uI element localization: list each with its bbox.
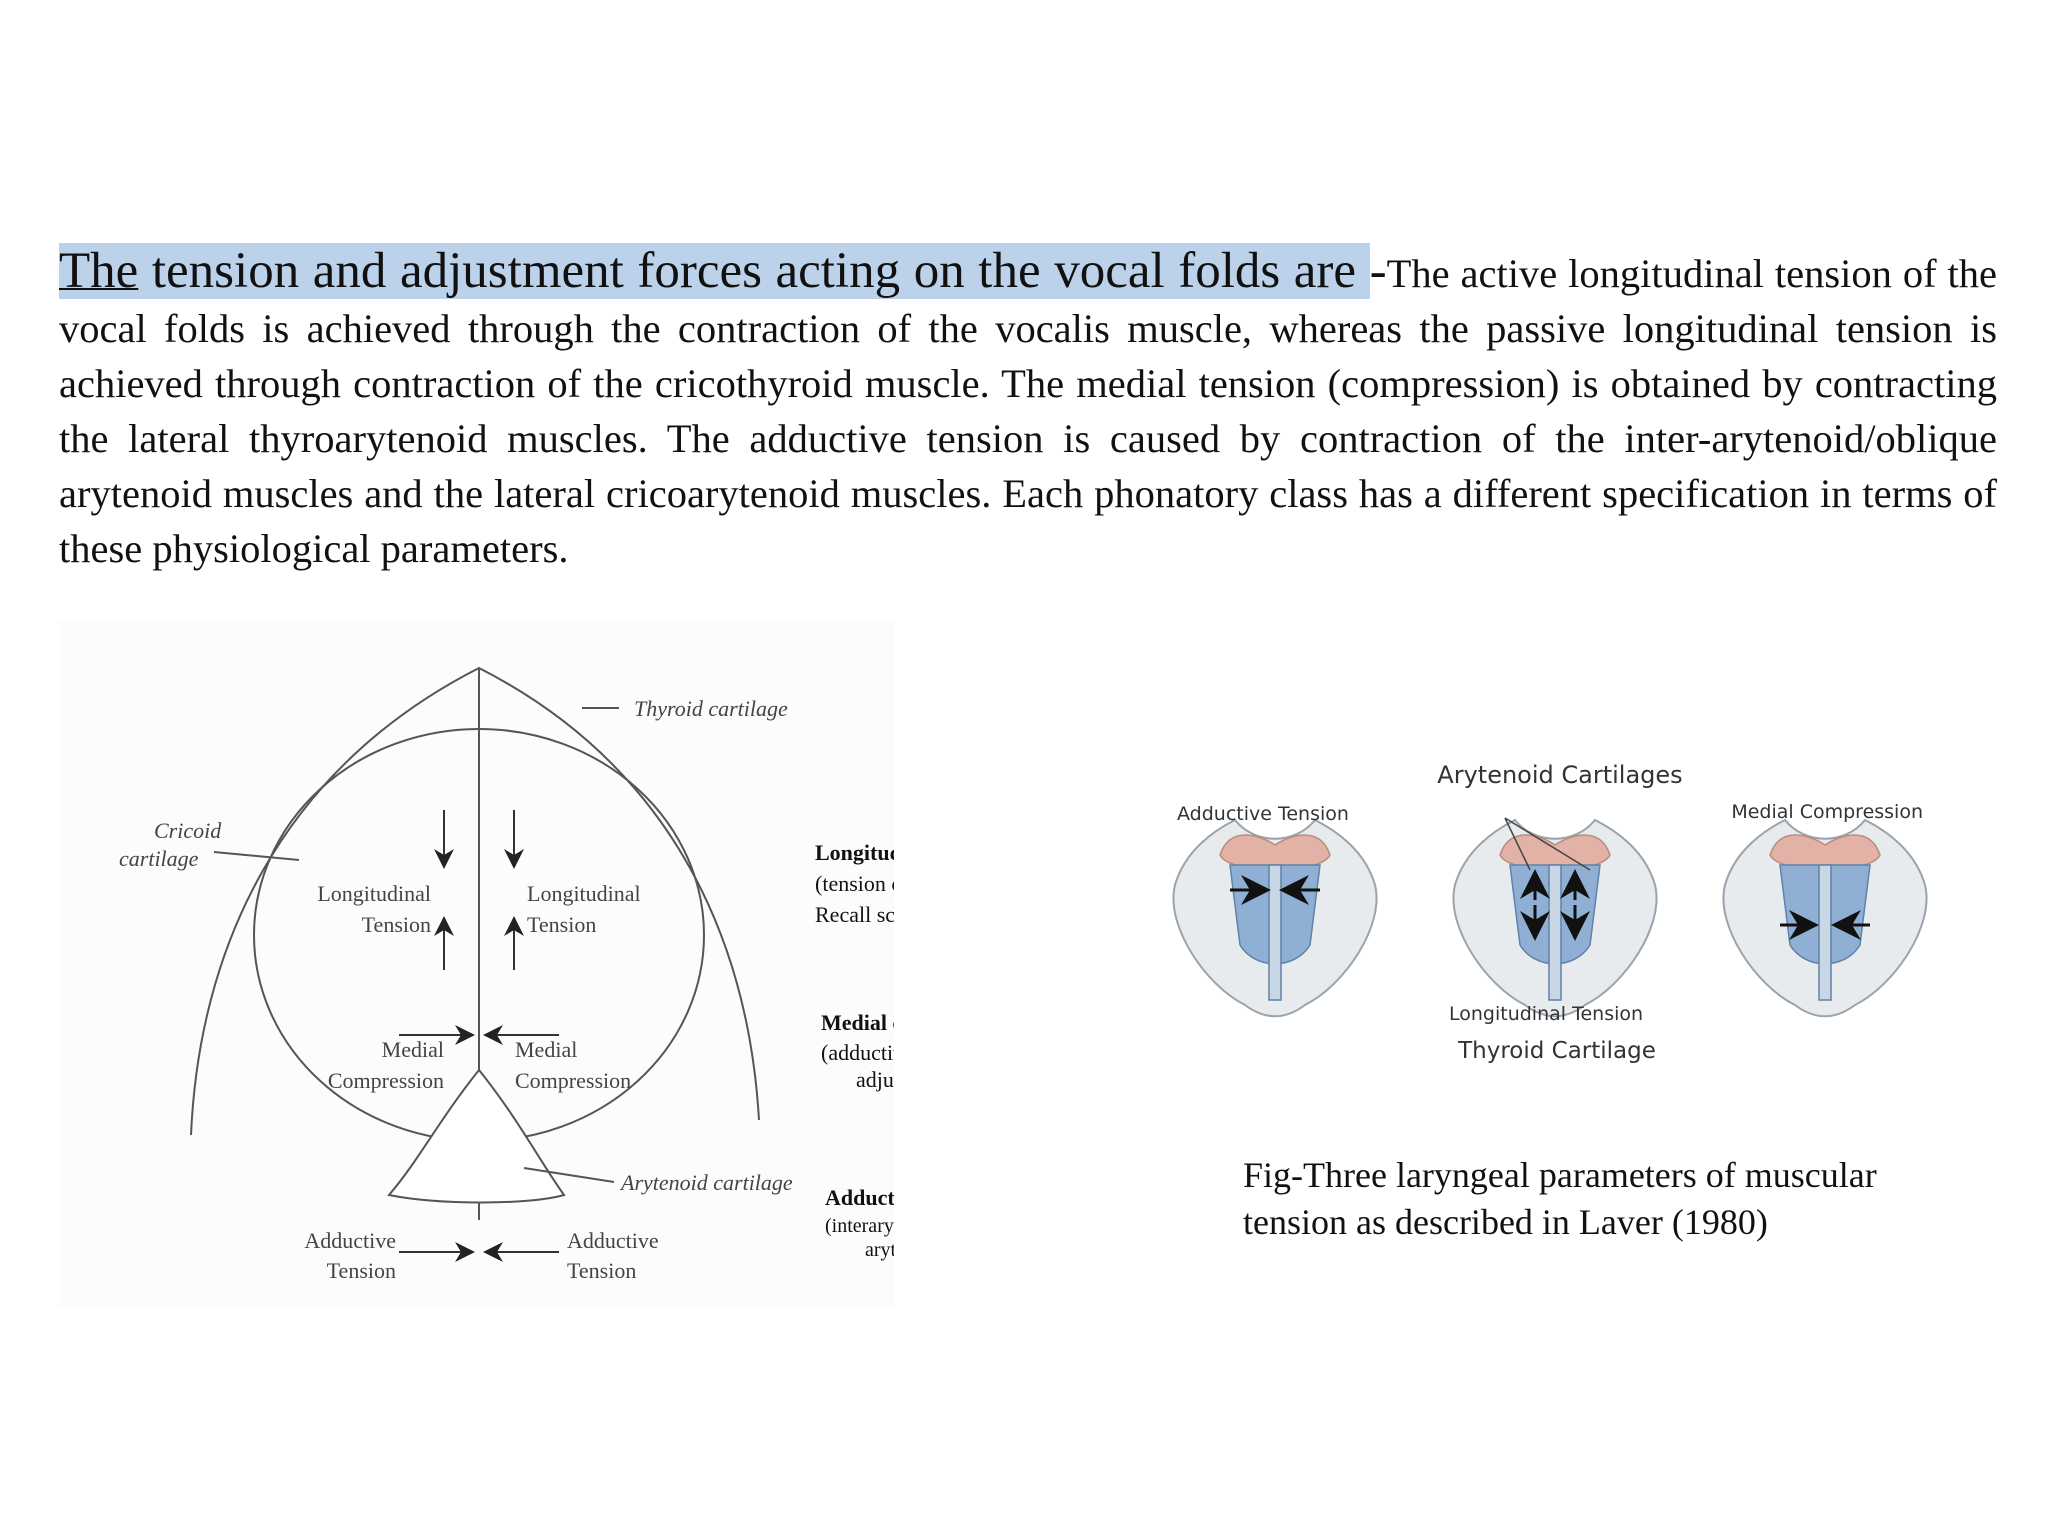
thyroid-cartilage-label: Thyroid cartilage — [634, 696, 788, 721]
laryngeal-parameters-figure: Arytenoid Cartilages Adductive Tension M… — [1165, 740, 1955, 1100]
caption-line-2: tension as described in Laver (1980) — [1243, 1202, 1768, 1242]
legend-longitudinal-sub1: (tension of vocal folds) — [815, 871, 894, 896]
heading-first-word: The — [59, 243, 139, 299]
larynx-adductive — [1172, 818, 1378, 1018]
adductive-tension-label: Adductive Tension — [1177, 803, 1349, 825]
body-paragraph: The tension and adjustment forces acting… — [59, 243, 1997, 576]
legend-medial-sub2: adjustment of ligamental glottis) — [856, 1067, 894, 1092]
cricoid-label-2: cartilage — [119, 846, 199, 871]
medial-compression-label: Medial Compression — [1731, 801, 1923, 823]
caption-line-1: Fig-Three laryngeal parameters of muscul… — [1243, 1155, 1877, 1195]
legend-adductive-sub1: (interarytenoid muscles adduct the — [825, 1215, 894, 1237]
legend-adductive-sub2: arytenoid muscles) — [865, 1239, 894, 1261]
medial-right-label-2: Compression — [515, 1068, 631, 1093]
longitudinal-tension-label: Longitudinal Tension — [1449, 1003, 1643, 1025]
legend-medial-title: Medial compression — [821, 1010, 894, 1035]
arytenoid-cartilages-label: Arytenoid Cartilages — [1437, 761, 1682, 789]
larynx-medial — [1722, 818, 1928, 1018]
larynx-longitudinal — [1452, 817, 1658, 1018]
larynx-schematic-figure: Thyroid cartilage Cricoid cartilage Long… — [59, 620, 1143, 1308]
medial-left-label-1: Medial — [382, 1037, 444, 1062]
adductive-right-label-1: Adductive — [567, 1228, 659, 1253]
laryngeal-parameters-svg: Arytenoid Cartilages Adductive Tension M… — [1172, 761, 1928, 1064]
long-right-label-1: Longitudinal — [527, 881, 641, 906]
paragraph-body: The active longitudinal tension of the v… — [59, 251, 1997, 571]
legend-longitudinal-title: Longitudinal pressure — [815, 840, 894, 865]
larynx-schematic-svg: Thyroid cartilage Cricoid cartilage Long… — [119, 666, 1143, 1283]
heading-dash: - — [1369, 243, 1387, 299]
adductive-left-label-1: Adductive — [304, 1228, 396, 1253]
figure-caption: Fig-Three laryngeal parameters of muscul… — [1243, 1152, 2003, 1246]
medial-left-label-2: Compression — [328, 1068, 444, 1093]
long-left-label-2: Tension — [362, 912, 431, 937]
arytenoid-cartilage-label: Arytenoid cartilage — [619, 1170, 793, 1195]
long-left-label-1: Longitudinal — [317, 881, 431, 906]
cricoid-label-1: Cricoid — [154, 818, 222, 843]
arytenoid-cartilage-shape — [387, 1068, 566, 1204]
adductive-right-label-2: Tension — [567, 1258, 636, 1283]
highlighted-heading: The tension and adjustment forces acting… — [59, 243, 1370, 299]
legend-longitudinal-sub2: Recall scary glottis animation — [815, 902, 894, 927]
thyroid-cartilage-outline — [190, 666, 760, 1136]
legend-medial-sub1: (adductive force on vocal processes- — [821, 1040, 894, 1065]
long-right-label-2: Tension — [527, 912, 596, 937]
heading-rest: tension and adjustment forces acting on … — [138, 243, 1370, 299]
legend-adductive-title: Adductive tension — [825, 1185, 894, 1210]
medial-right-label-1: Medial — [515, 1037, 577, 1062]
adductive-left-label-2: Tension — [327, 1258, 396, 1283]
thyroid-cartilage-right-label: Thyroid Cartilage — [1457, 1038, 1656, 1064]
